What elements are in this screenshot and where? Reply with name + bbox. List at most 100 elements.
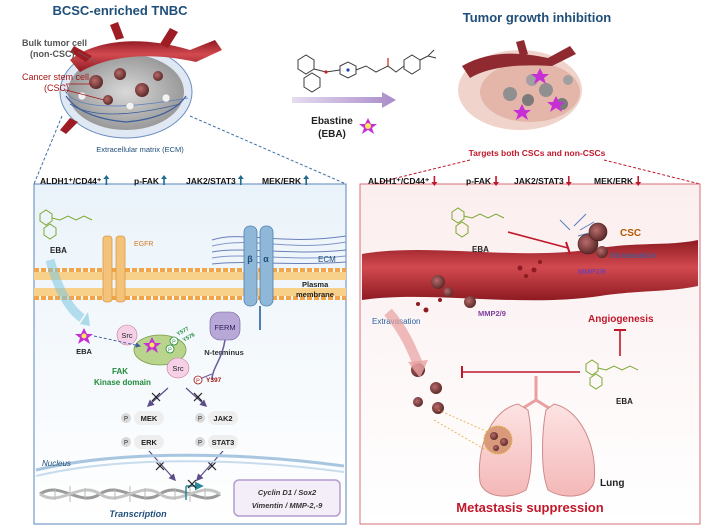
erk-node: [121, 435, 164, 449]
left-marker-arrowhead-1: [161, 175, 168, 179]
right-marker-arrowhead-0: [431, 182, 438, 186]
csc-intravasation-icon: [559, 213, 608, 258]
left-marker-0: ALDH1⁺/CD44⁺: [40, 176, 102, 186]
eba-structure-right-bottom-icon: [585, 359, 639, 390]
mek-label: MEK: [141, 414, 158, 423]
intravasation-label: Intravasation: [610, 251, 656, 260]
egfr-receptor-icon: [102, 235, 126, 303]
ecm-caption: Extracellular matrix (ECM): [96, 145, 184, 154]
erk-p-label: P: [124, 441, 128, 447]
tumor-sphere-illustration: [59, 22, 222, 139]
p-label-1: P: [172, 340, 176, 346]
ebastine-structure-icon: [297, 49, 437, 93]
pathway-arrows: [146, 387, 208, 407]
eba-entry-arrow: [45, 258, 85, 322]
phospho-y397-icon: [193, 375, 203, 385]
src-top-icon: [116, 324, 138, 346]
alpha-label: α: [263, 254, 269, 264]
src-inner-label: Src: [172, 364, 184, 373]
csc-label-1: Cancer stem cell: [22, 72, 89, 82]
y397-label: Y397: [206, 377, 222, 384]
p-label-2: P: [168, 348, 172, 354]
metastasis-flow-arrow: [384, 308, 423, 366]
inhibit-intravasation-icon: [507, 231, 571, 255]
plasma-label-1: Plasma: [302, 280, 329, 289]
genes-line-1: Cyclin D1 / Sox2: [258, 488, 317, 497]
lung-label: Lung: [600, 478, 624, 489]
right-marker-3: MEK/ERK: [594, 176, 634, 186]
bulk-cell-label-1: Bulk tumor cell: [22, 38, 87, 48]
eba-binding-arrow: [93, 335, 142, 348]
csc-cell-icon: [89, 75, 103, 89]
ferm-label: FERM: [214, 323, 235, 332]
right-marker-arrowhead-3: [635, 182, 642, 186]
eba-right-top-label: EBA: [472, 245, 489, 254]
treatment-arrow: [292, 92, 396, 108]
blood-vessel-horizontal: [362, 240, 698, 301]
right-marker-2: JAK2/STAT3: [514, 176, 564, 186]
beta-label: β: [247, 254, 253, 264]
egfr-label: EGFR: [134, 241, 153, 248]
lung-icon: [433, 376, 596, 497]
nuclear-envelope: [35, 453, 345, 472]
p-label-3: P: [196, 379, 200, 385]
mek-p-label: P: [124, 417, 128, 423]
inhibit-metastasis-icon: [461, 366, 580, 378]
jak2-node: [195, 411, 238, 425]
integrin-receptor-icon: [243, 225, 274, 330]
left-marker-3: MEK/ERK: [262, 176, 302, 186]
left-title: BCSC-enriched TNBC: [52, 3, 188, 18]
jak2-p-label: P: [198, 417, 202, 423]
mmp-mid-label: MMP2/9: [478, 309, 506, 318]
transcription-label: Transcription: [109, 509, 167, 519]
metastasis-label: Metastasis suppression: [456, 500, 603, 515]
csc-label-2: (CSC): [44, 83, 69, 93]
left-marker-1: p-FAK: [134, 176, 160, 186]
inhibit-angiogenesis-icon: [614, 329, 626, 356]
stat3-p-label: P: [198, 441, 202, 447]
mek-node: [121, 411, 164, 425]
transcription-start-arrow: [185, 479, 204, 500]
dna-helix-icon: [39, 486, 221, 502]
eba-structure-right-top-icon: [451, 207, 505, 238]
eba-inner-star-icon: [75, 328, 93, 344]
genes-line-2: Vimentin / MMP-2,-9: [252, 501, 323, 510]
fak-label: FAK: [112, 367, 128, 376]
left-marker-arrowhead-3: [303, 175, 310, 179]
src-top-label: Src: [121, 331, 133, 340]
blood-vessel-icon: [70, 40, 222, 72]
bulk-cell-label-2: (non-CSC): [30, 49, 75, 59]
mmp-top-label: MMP2/9: [578, 267, 606, 276]
right-marker-arrowhead-2: [565, 182, 572, 186]
stat3-node: [195, 435, 238, 449]
stat3-label: STAT3: [212, 438, 235, 447]
left-marker-arrowhead-2: [237, 175, 244, 179]
right-title: Tumor growth inhibition: [463, 10, 612, 25]
rbc-dots: [416, 260, 542, 313]
n-terminus-label: N-terminus: [204, 348, 244, 357]
eba-molecule-icon: [359, 118, 377, 134]
jak2-label: JAK2: [213, 414, 232, 423]
drug-abbr: (EBA): [318, 129, 346, 140]
left-marker-arrowhead-0: [103, 175, 110, 179]
right-subtitle: Targets both CSCs and non-CSCs: [469, 148, 606, 158]
plasma-membrane: [34, 268, 346, 300]
eba-structure-small-icon: [39, 209, 93, 240]
src-inner-icon: [166, 357, 190, 379]
eba-left-label: EBA: [50, 246, 67, 255]
eba-right-bottom-label: EBA: [616, 397, 633, 406]
csc-right-label: CSC: [620, 228, 641, 239]
kinase-label: Kinase domain: [94, 378, 151, 387]
eba-inner-label: EBA: [76, 347, 92, 356]
erk-label: ERK: [141, 438, 157, 447]
right-marker-1: p-FAK: [466, 176, 492, 186]
plasma-label-2: membrane: [296, 290, 334, 299]
y577-label: Y577: [176, 326, 190, 338]
phospho-y576-icon: [165, 344, 175, 354]
bulk-leader-line: [77, 51, 97, 63]
target-genes-box: [233, 479, 341, 517]
right-marker-arrowhead-1: [493, 182, 500, 186]
